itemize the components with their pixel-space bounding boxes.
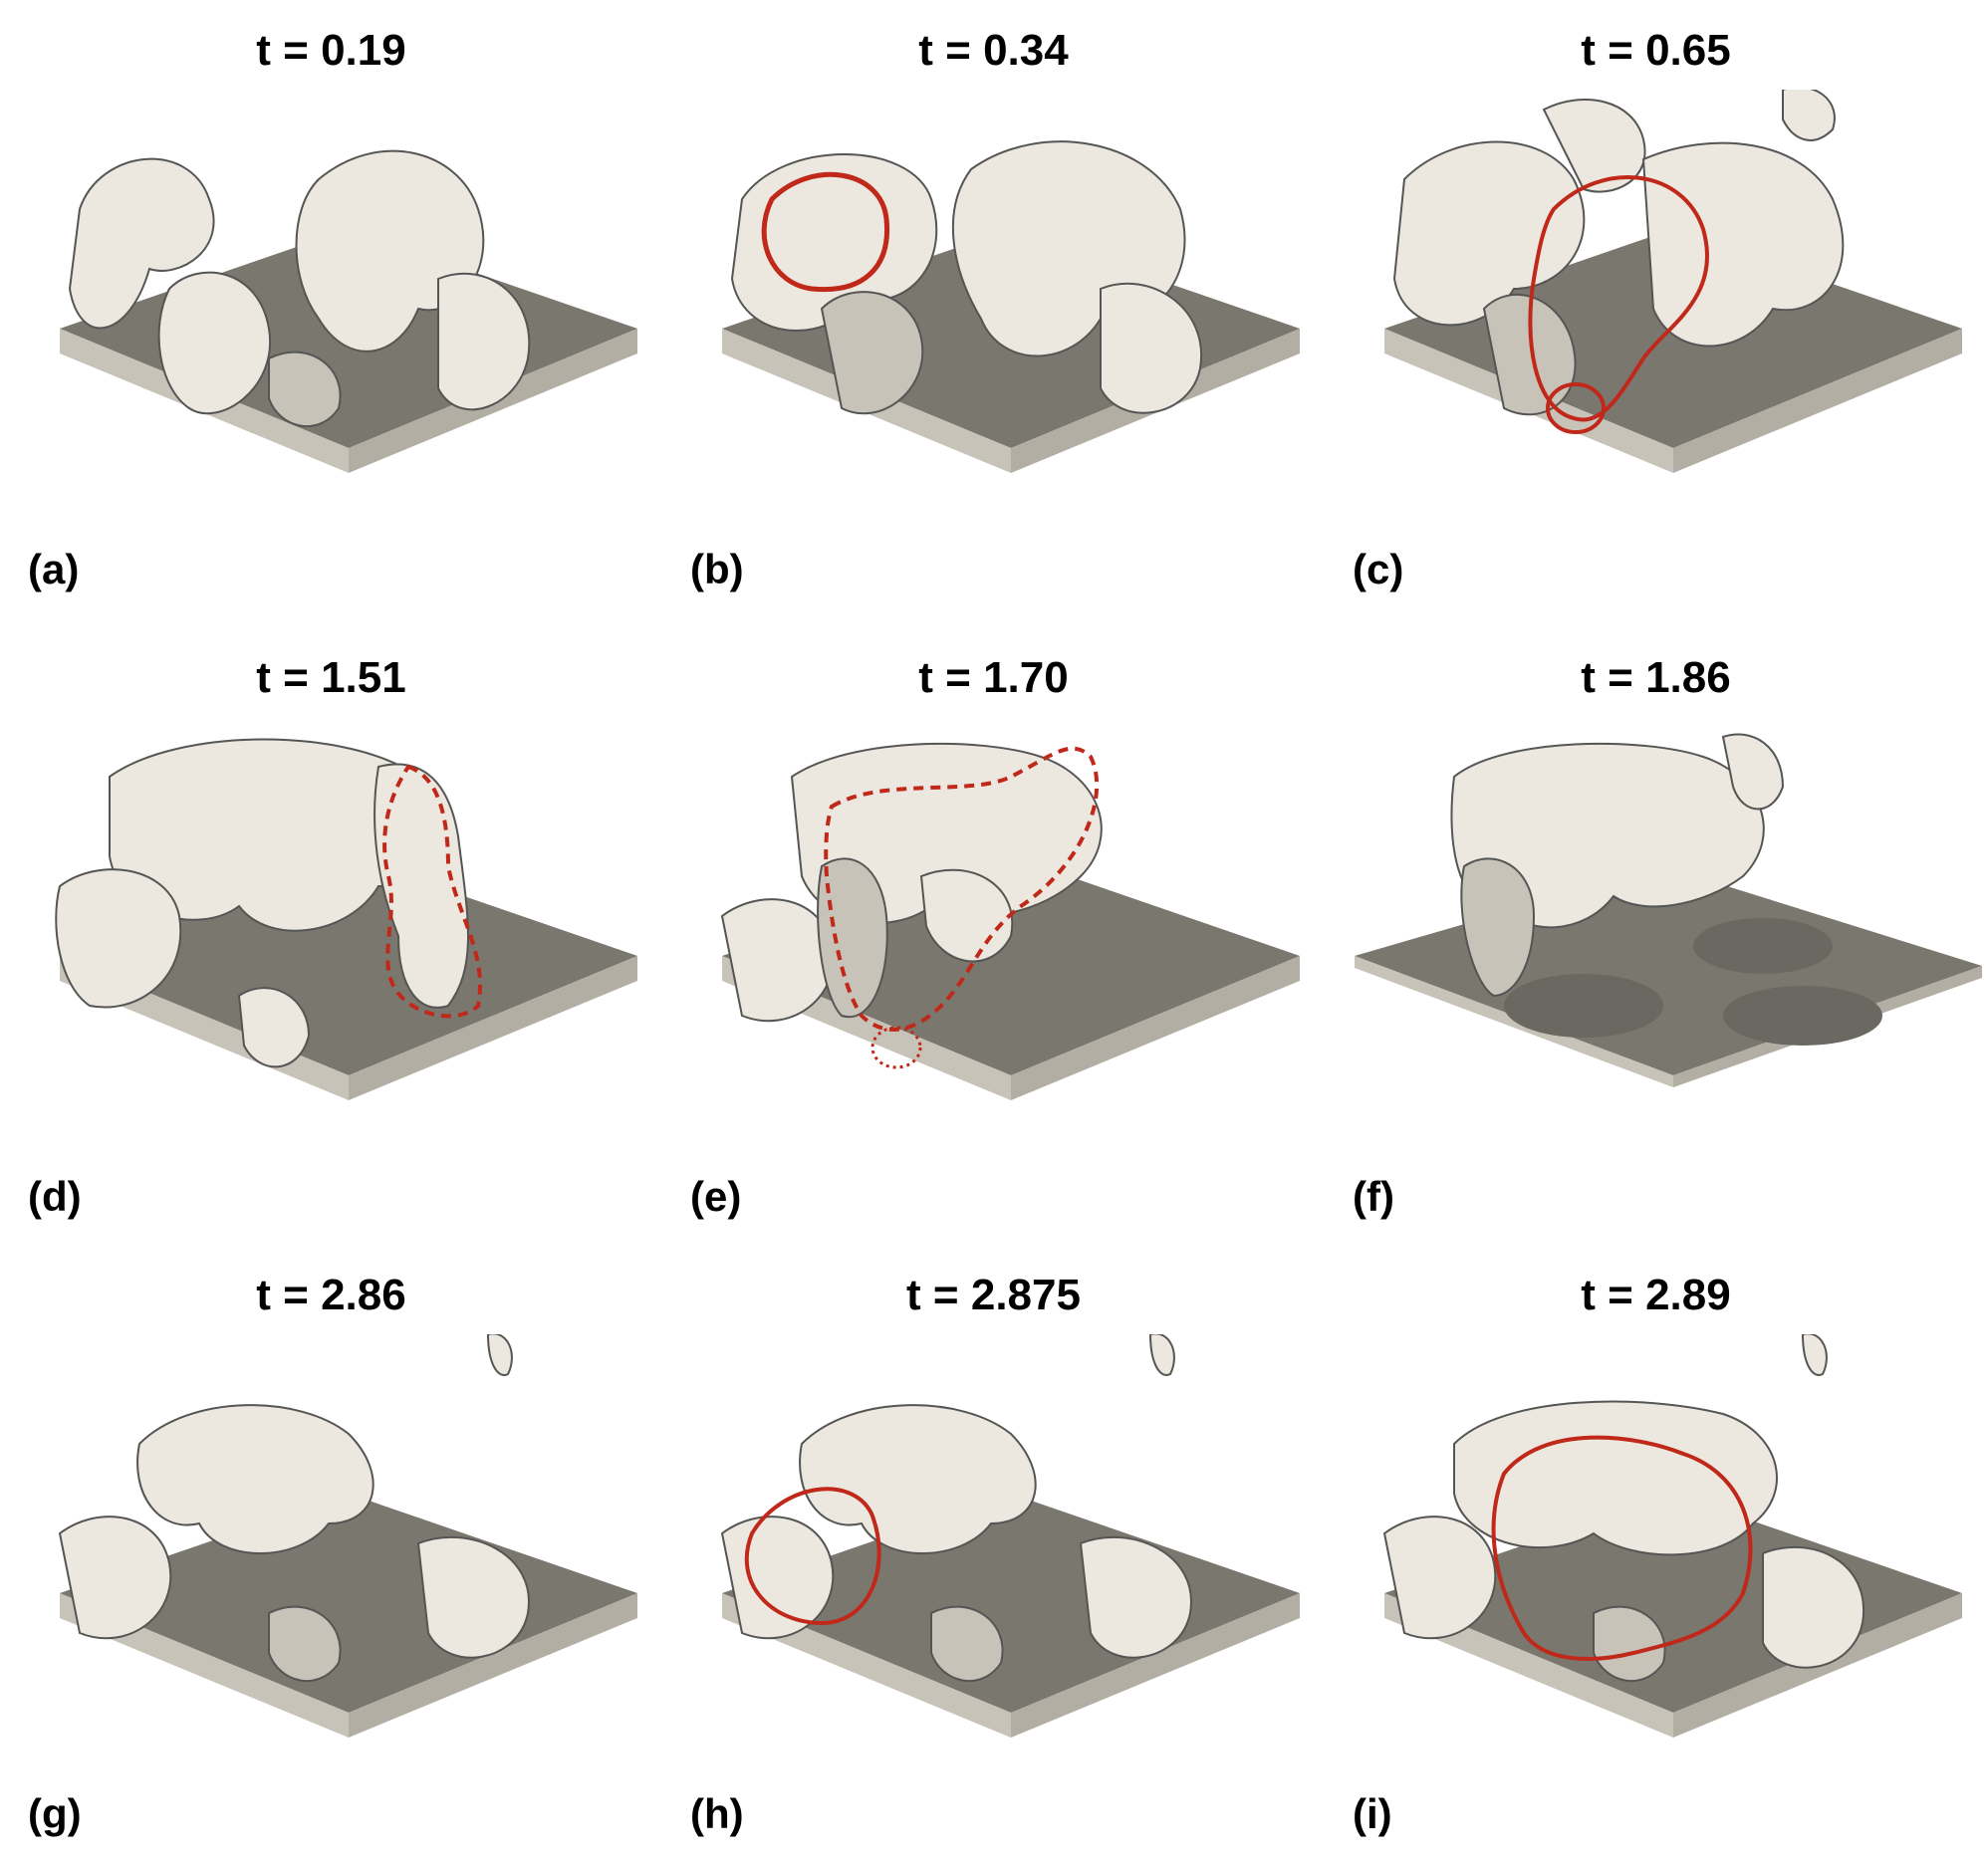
isosurface-render bbox=[55, 738, 637, 1100]
annotation-loop-dashed bbox=[824, 746, 1100, 1032]
annotation-loop bbox=[761, 171, 890, 293]
panel-label: (f) bbox=[1353, 1173, 1394, 1220]
isosurface-body bbox=[720, 742, 1103, 1023]
isosurface-body bbox=[1382, 1334, 1865, 1682]
panel-label: (i) bbox=[1353, 1790, 1392, 1837]
panel-title: t = 0.34 bbox=[918, 26, 1069, 75]
panel-label: (d) bbox=[28, 1173, 82, 1220]
isosurface-body bbox=[720, 1334, 1192, 1682]
isosurface-render bbox=[720, 742, 1300, 1100]
annotation-circle bbox=[1546, 382, 1606, 434]
panel-i: t = 2.89 (i) bbox=[1325, 1245, 1987, 1867]
isosurface-body bbox=[730, 140, 1203, 415]
panel-g: t = 2.86 (g) bbox=[0, 1245, 662, 1867]
annotation-loop-dashed bbox=[382, 764, 482, 1019]
panel-label: (g) bbox=[28, 1790, 82, 1837]
panel-title: t = 0.19 bbox=[256, 26, 406, 75]
panel-label: (a) bbox=[28, 546, 80, 592]
panel-label: (h) bbox=[690, 1790, 744, 1837]
isosurface-render bbox=[722, 140, 1300, 473]
isosurface-render bbox=[58, 1334, 637, 1738]
panel-title: t = 1.86 bbox=[1581, 653, 1731, 702]
isosurface-render bbox=[1355, 733, 1982, 1087]
panel-title: t = 1.70 bbox=[918, 653, 1069, 702]
panel-d: t = 1.51 (d) bbox=[0, 627, 662, 1250]
panel-label: (e) bbox=[690, 1173, 742, 1220]
isosurface-body bbox=[1450, 733, 1785, 998]
panel-b: t = 0.34 (b) bbox=[662, 0, 1325, 622]
isosurface-body bbox=[55, 738, 469, 1068]
isosurface-render bbox=[720, 1334, 1300, 1738]
panel-title: t = 0.65 bbox=[1581, 26, 1731, 75]
annotation-loop bbox=[1528, 175, 1710, 422]
isosurface-body bbox=[1392, 90, 1845, 416]
panel-label: (b) bbox=[690, 546, 744, 592]
isosurface-body bbox=[58, 1334, 530, 1682]
annotation-loop bbox=[1491, 1435, 1753, 1661]
panel-title: t = 1.51 bbox=[256, 653, 406, 702]
panel-title: t = 2.86 bbox=[256, 1271, 406, 1319]
panel-h: t = 2.875 (h) bbox=[662, 1245, 1325, 1867]
panel-c: t = 0.65 (c) bbox=[1325, 0, 1987, 622]
annotation-loop bbox=[744, 1487, 881, 1626]
panel-title: t = 2.89 bbox=[1581, 1271, 1731, 1319]
panel-title: t = 2.875 bbox=[906, 1271, 1081, 1319]
isosurface-render bbox=[1384, 90, 1962, 473]
panel-e: t = 1.70 (e) bbox=[662, 627, 1325, 1250]
isosurface-render bbox=[60, 149, 637, 473]
panel-a: t = 0.19 (a) bbox=[0, 0, 662, 622]
isosurface-body bbox=[68, 149, 531, 427]
panel-f: t = 1.86 (f) bbox=[1325, 627, 1987, 1250]
annotation-circle-dotted bbox=[870, 1026, 922, 1069]
panel-label: (c) bbox=[1353, 546, 1404, 592]
isosurface-render bbox=[1382, 1334, 1962, 1738]
